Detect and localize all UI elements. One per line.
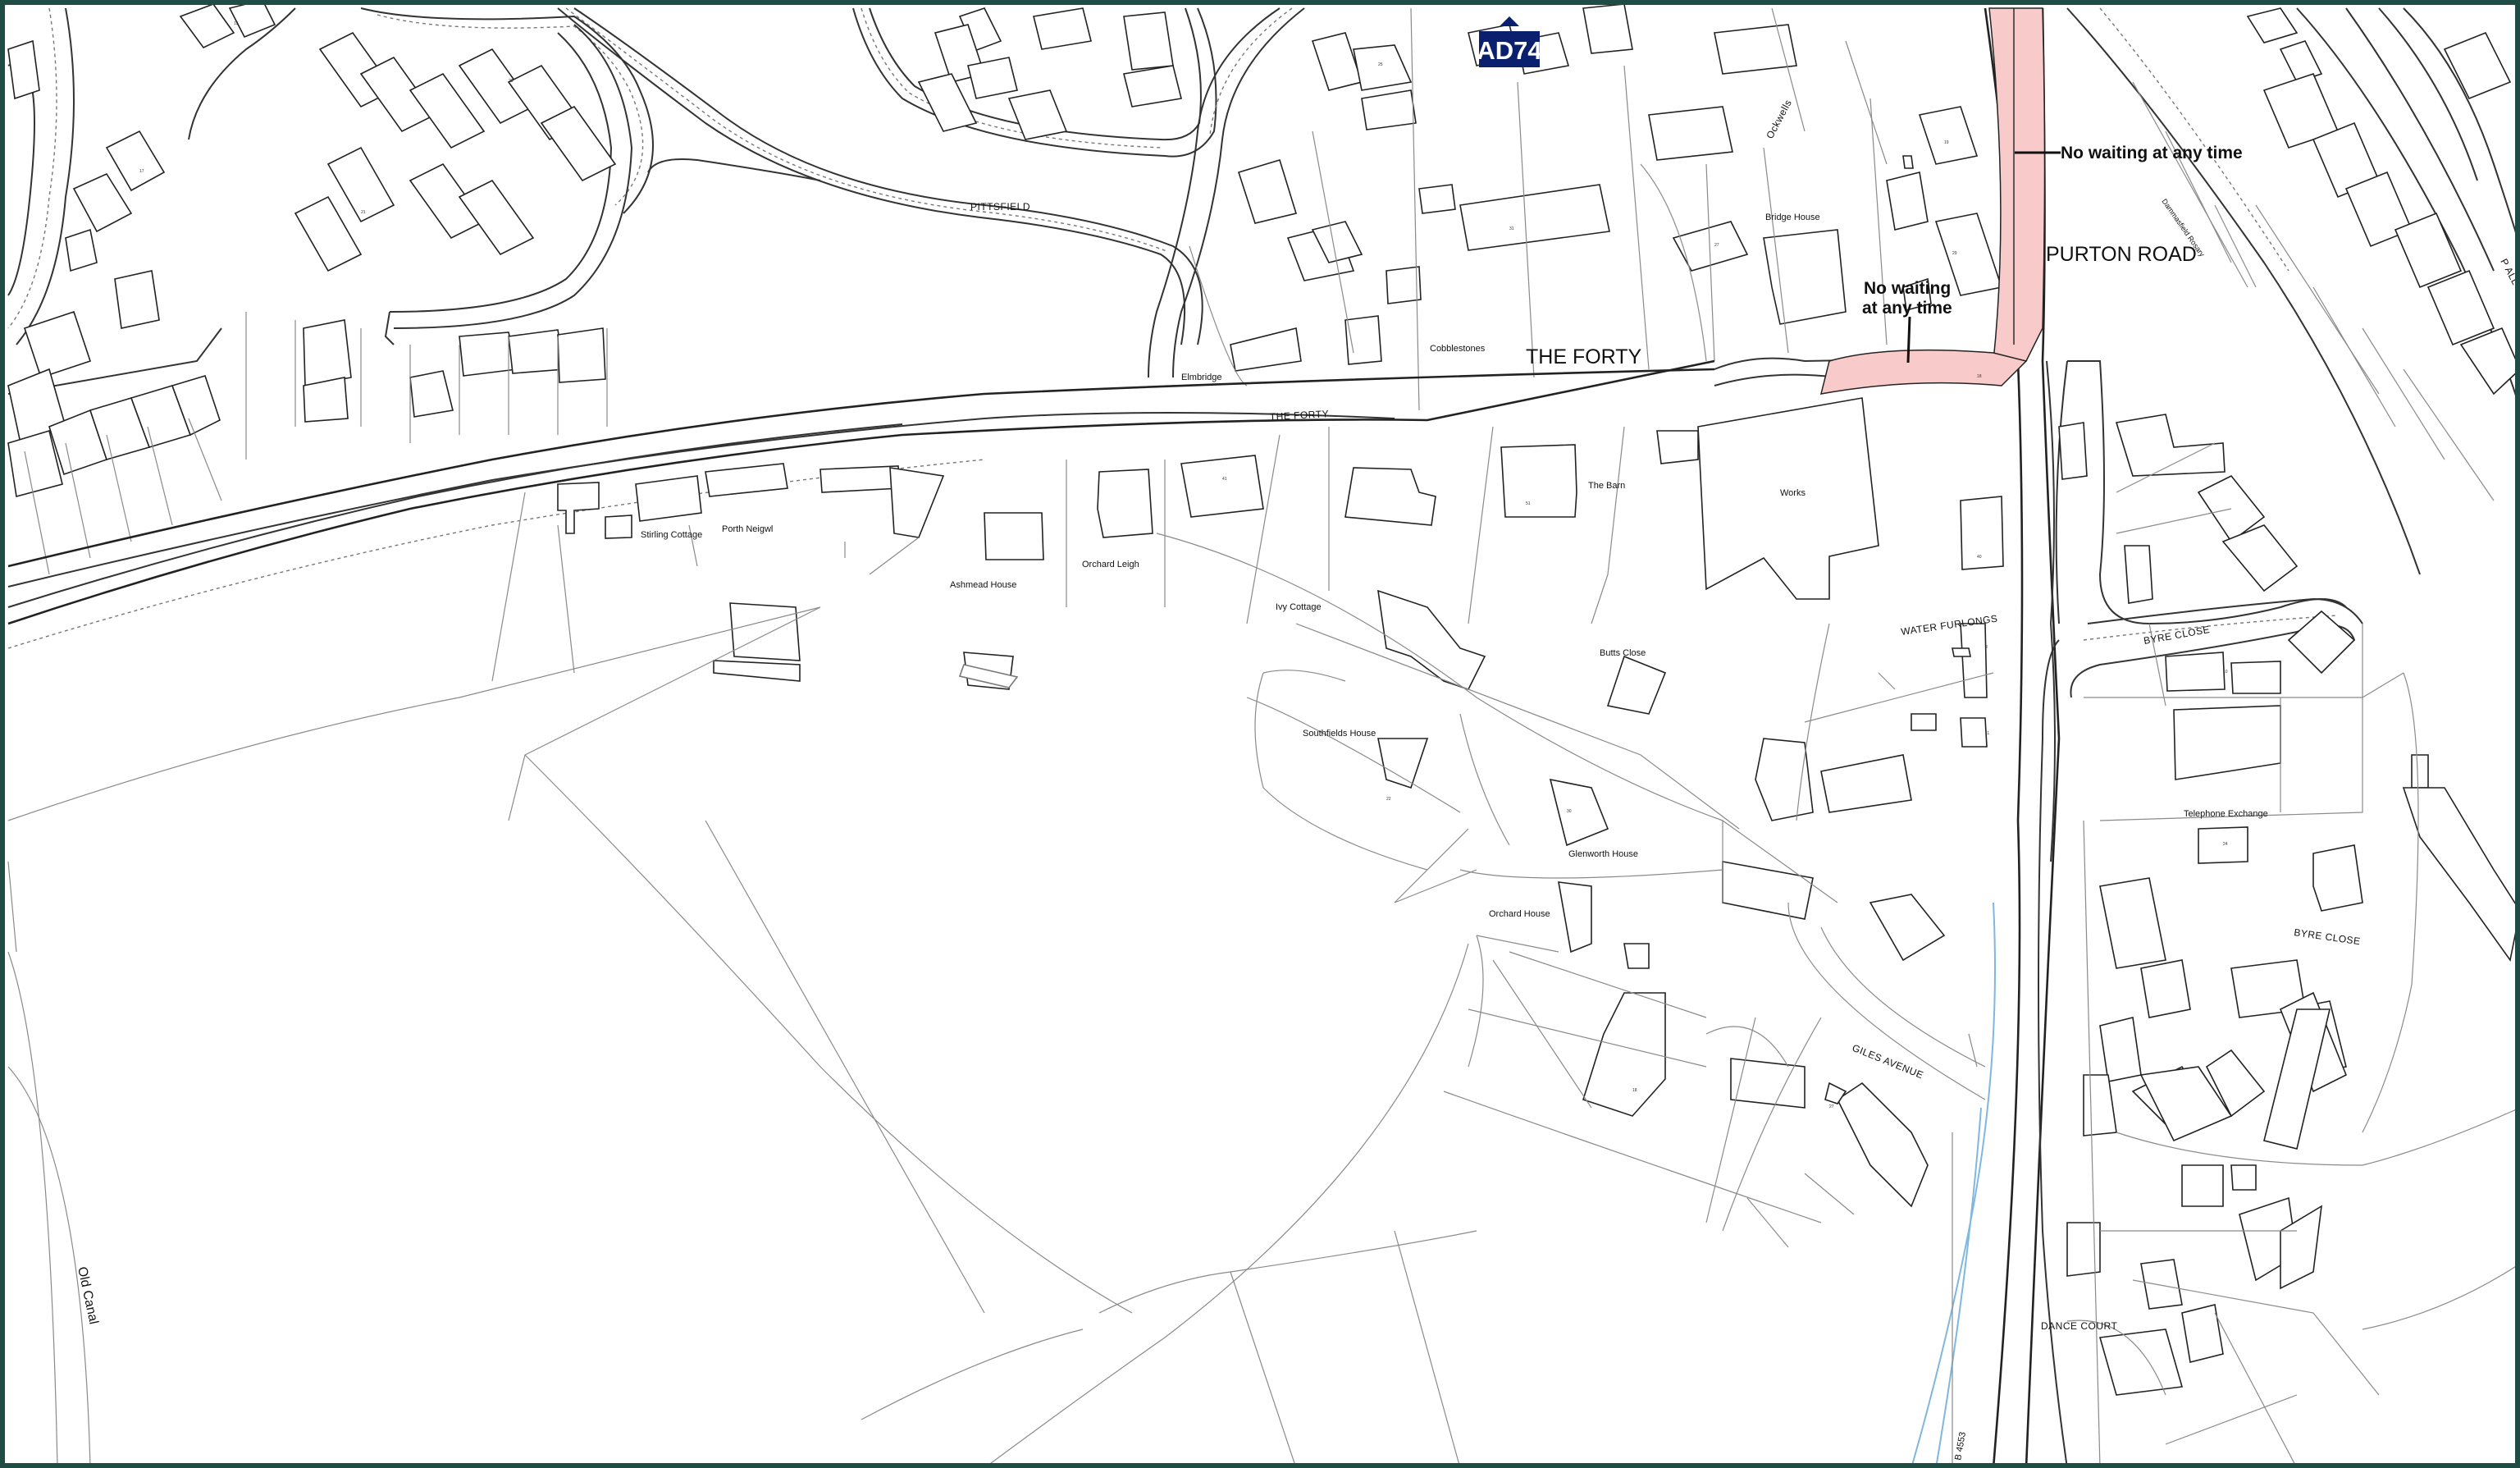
svg-text:27: 27 <box>1714 243 1719 248</box>
road-the-forty <box>7 356 2019 649</box>
svg-text:18: 18 <box>1977 374 1982 379</box>
label-works: Works <box>1780 488 1806 498</box>
label-b4553: B 4553 <box>1953 1431 1968 1461</box>
svg-text:3: 3 <box>1985 645 1988 650</box>
svg-text:10: 10 <box>2223 670 2228 675</box>
label-cobblestones: Cobblestones <box>1430 344 1486 354</box>
label-byre-close-1: BYRE CLOSE <box>2143 624 2211 647</box>
callout-leader-forty <box>1906 316 1911 364</box>
svg-text:11: 11 <box>1985 731 1989 736</box>
property-labels: Bridge House Cobblestones Elmbridge Stir… <box>641 213 2268 919</box>
no-waiting-zone-purton-road <box>1988 7 2046 366</box>
label-orchard-leigh: Orchard Leigh <box>1082 560 1139 569</box>
properties-east-of-purton-road <box>2038 7 2520 1468</box>
label-ockwells: Ockwells <box>1764 98 1794 140</box>
label-southfields-house: Southfields House <box>1303 729 1376 739</box>
label-dance-court: DANCE COURT <box>2041 1320 2117 1332</box>
label-plan-reference: AD74 <box>1477 36 1542 65</box>
label-giles-avenue: GILES AVENUE <box>1851 1042 1925 1082</box>
label-ashmead-house: Ashmead House <box>950 580 1016 590</box>
label-no-waiting-purton: No waiting at any time <box>2061 144 2243 162</box>
svg-text:19: 19 <box>1944 140 1949 145</box>
label-porth-neigwl: Porth Neigwl <box>722 524 773 534</box>
svg-text:30: 30 <box>1567 809 1572 814</box>
svg-text:27: 27 <box>1829 1104 1834 1109</box>
no-waiting-zone-the-forty <box>1819 349 2028 395</box>
svg-text:29: 29 <box>1952 251 1957 256</box>
label-no-waiting-forty-line2: at any time <box>1862 299 1952 318</box>
label-the-forty-small: THE FORTY <box>1269 408 1329 423</box>
label-the-forty-large: THE FORTY <box>1526 345 1642 368</box>
label-elmbridge: Elmbridge <box>1181 373 1222 382</box>
svg-text:18: 18 <box>1632 1088 1637 1093</box>
label-the-barn: The Barn <box>1588 481 1625 491</box>
svg-text:17: 17 <box>139 169 144 174</box>
plan-reference-badge: AD74 <box>1477 16 1542 67</box>
label-no-waiting-forty-line1: No waiting <box>1864 279 1951 298</box>
svg-text:51: 51 <box>1526 501 1531 506</box>
svg-text:15: 15 <box>234 21 239 26</box>
label-pittsfield: PITTSFIELD <box>970 201 1030 213</box>
label-butts-close: Butts Close <box>1600 648 1646 658</box>
svg-text:23: 23 <box>509 79 514 84</box>
no-waiting-restriction-zones <box>1819 7 2046 395</box>
label-glenworth-house: Glenworth House <box>1568 849 1638 859</box>
svg-text:22: 22 <box>1386 797 1391 802</box>
label-stirling-cottage: Stirling Cottage <box>641 530 702 540</box>
label-purton-road: PURTON ROAD <box>2046 243 2197 266</box>
road-labels: THE FORTY THE FORTY PURTON ROAD PITTSFIE… <box>75 98 2520 1461</box>
svg-text:24: 24 <box>2223 842 2228 847</box>
label-telephone-exchange: Telephone Exchange <box>2184 809 2268 819</box>
label-ivy-cottage: Ivy Cottage <box>1276 602 1322 612</box>
label-old-canal: Old Canal <box>75 1265 100 1325</box>
residential-north-central <box>917 3 2003 411</box>
svg-text:31: 31 <box>1509 226 1514 231</box>
svg-text:40: 40 <box>1977 555 1982 560</box>
residential-blocks-northwest <box>7 0 1305 575</box>
svg-text:41: 41 <box>1222 477 1227 482</box>
svg-text:21: 21 <box>361 210 366 215</box>
label-bridge-house: Bridge House <box>1765 213 1820 222</box>
north-arrow-icon <box>1500 16 1519 26</box>
label-orchard-house: Orchard House <box>1489 909 1550 919</box>
svg-text:25: 25 <box>1378 62 1383 67</box>
label-byre-close-2: BYRE CLOSE <box>2294 926 2362 947</box>
properties-south-of-forty <box>7 397 2004 1468</box>
house-numbers: 15 17 21 23 25 31 27 19 29 51 41 18 40 3… <box>139 21 2228 1109</box>
restriction-callouts: No waiting at any time No waiting at any… <box>1862 144 2243 364</box>
